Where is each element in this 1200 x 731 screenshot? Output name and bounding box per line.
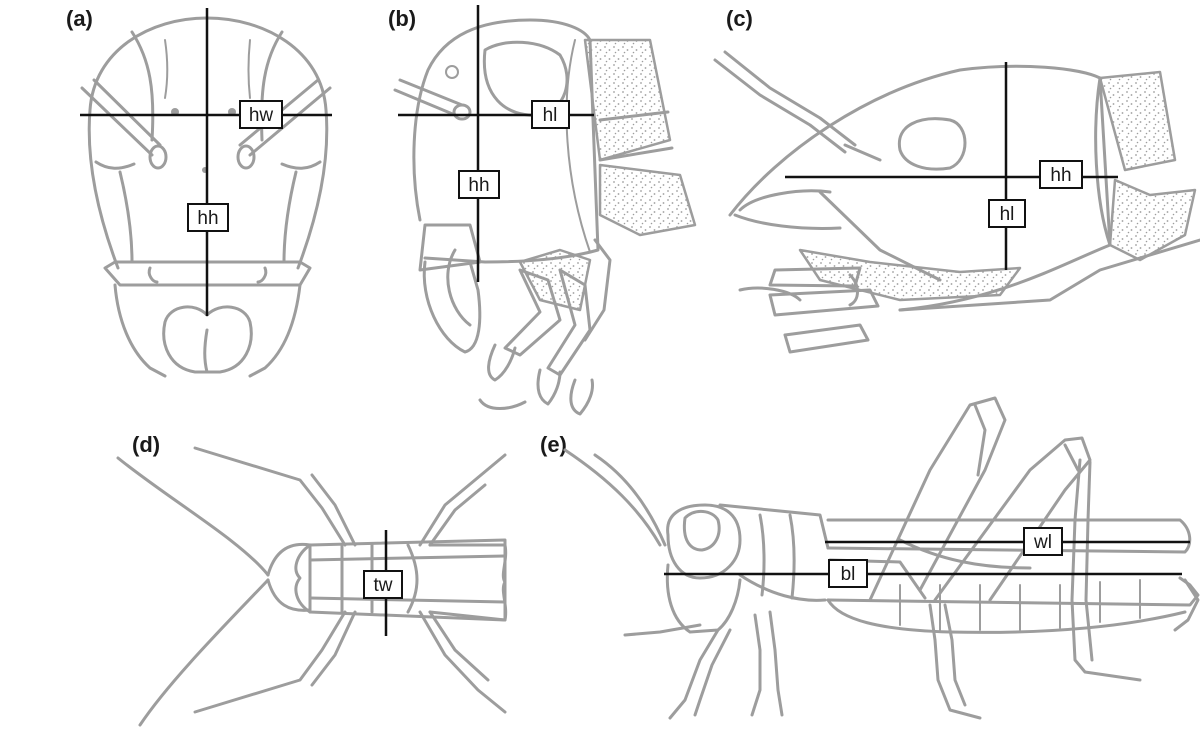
panel-e-measures: wl bl	[664, 527, 1190, 588]
bl-label: bl	[841, 564, 856, 585]
hh-label-box-b	[458, 170, 500, 199]
panel-a-head-drawing	[80, 16, 332, 378]
hh-label-c: hh	[1050, 165, 1071, 186]
panel-c-label: (c)	[726, 6, 753, 31]
panel-b-label: (b)	[388, 6, 416, 31]
panel-c-head-drawing	[713, 50, 1200, 354]
panel-a-measures: hw hh	[80, 8, 332, 316]
tw-label-box	[363, 570, 403, 599]
hh-label-box-a	[187, 203, 229, 232]
panel-a-label: (a)	[66, 6, 93, 31]
hh-label-box-c	[1039, 160, 1083, 189]
panel-e: (e)	[540, 396, 1200, 720]
panel-d-thorax-drawing	[116, 446, 508, 727]
hh-label-b: hh	[468, 175, 489, 196]
hl-label-box-c	[988, 199, 1026, 228]
panel-a: (a)	[66, 6, 332, 378]
panel-b-measures: hl hh	[398, 5, 594, 282]
hw-label-box	[239, 100, 283, 129]
bl-label-box	[828, 559, 868, 588]
panel-d-measures: tw	[363, 530, 403, 636]
hl-label-box	[531, 100, 570, 129]
panel-e-label: (e)	[540, 432, 567, 457]
wl-label-box	[1023, 527, 1063, 556]
panel-d: (d) tw	[116, 432, 508, 727]
hl-label-b: hl	[543, 105, 558, 126]
tw-label: tw	[374, 575, 393, 596]
hl-label-c: hl	[1000, 204, 1015, 225]
panel-d-label: (d)	[132, 432, 160, 457]
panel-c-measures: hh hl	[785, 62, 1118, 270]
panel-c: (c) hh hl	[713, 6, 1200, 354]
wl-label: wl	[1033, 532, 1052, 553]
panel-b: (b) hl	[388, 5, 697, 416]
hw-label: hw	[249, 105, 274, 126]
panel-b-head-drawing	[393, 18, 697, 416]
panel-e-body-drawing	[563, 396, 1200, 720]
hh-label-a: hh	[197, 208, 218, 229]
